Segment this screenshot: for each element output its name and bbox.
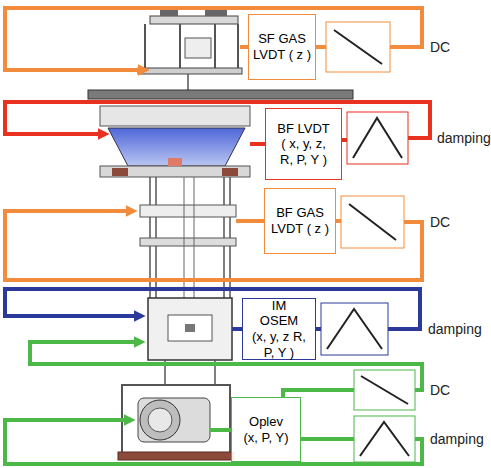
sf-plate	[138, 68, 242, 74]
sensor-label: IM OSEM (x, y, z R, P, Y )	[251, 298, 307, 360]
tm-base	[118, 452, 234, 460]
test-mass	[138, 398, 210, 442]
loop-wire	[250, 142, 265, 146]
bf-lower-plate	[140, 205, 236, 217]
tm-frame	[122, 385, 230, 453]
loop-wire	[236, 219, 264, 223]
sensor-box: SF GAS LVDT ( z )	[248, 14, 316, 80]
lowpass-symbol	[334, 30, 382, 64]
sensor-label: SF GAS LVDT ( z )	[252, 31, 312, 62]
frame-post	[214, 24, 216, 70]
keystone	[185, 38, 211, 58]
bf-lower-plate	[140, 238, 236, 246]
loop-wire	[240, 45, 248, 49]
bf-base	[100, 166, 250, 177]
wire	[187, 74, 189, 90]
bf-blade-dish	[108, 128, 245, 166]
sensor-box: Oplev (x, P, Y)	[231, 397, 301, 462]
loop-wire	[5, 420, 422, 464]
loop-wire	[342, 138, 347, 142]
filter-box	[326, 22, 390, 72]
loop-wire	[301, 437, 354, 441]
base-plate	[88, 90, 353, 99]
loop-wire	[283, 390, 354, 397]
signal-label: DC	[430, 39, 450, 55]
test-mass-face	[140, 400, 180, 440]
bandpass-symbol	[360, 422, 409, 456]
filter-box	[341, 196, 404, 248]
filter-box	[354, 370, 415, 410]
sensor-box: BF LVDT ( x, y, z, R, P, Y )	[265, 108, 342, 180]
bandpass-symbol	[327, 309, 382, 349]
signal-label: damping	[437, 130, 491, 146]
im-detail	[185, 324, 195, 332]
loop-wire	[316, 45, 326, 49]
loop-wire	[232, 327, 242, 331]
bf-frame	[100, 106, 250, 126]
sensor-box: BF GAS LVDT ( z )	[264, 188, 336, 254]
frame-post	[179, 24, 181, 70]
loop-wire	[5, 8, 422, 70]
suspension-illustration	[88, 8, 353, 460]
sensor-box: IM OSEM (x, y, z R, P, Y )	[242, 298, 316, 360]
loop-wire	[5, 102, 430, 138]
signal-label: DC	[430, 382, 450, 398]
lowpass-symbol	[349, 204, 396, 240]
frame-post	[144, 24, 146, 70]
filter-box	[354, 416, 415, 462]
top-plate	[150, 16, 238, 24]
mirror	[148, 408, 172, 432]
loop-wire	[5, 211, 422, 280]
loop-wire	[316, 327, 321, 331]
bandpass-symbol	[353, 118, 402, 158]
signal-label: DC	[430, 214, 450, 230]
lowpass-symbol	[361, 376, 408, 404]
signal-label: damping	[428, 321, 482, 337]
loop-wire	[30, 342, 422, 390]
bf-block	[222, 168, 238, 176]
frame-post	[237, 24, 239, 70]
bf-block	[112, 168, 128, 176]
im-body	[168, 315, 212, 341]
bf-block	[168, 158, 182, 166]
loop-wire	[336, 219, 341, 223]
loop-wire	[210, 428, 231, 432]
filter-box	[321, 303, 388, 355]
sensor-label: Oplev (x, P, Y)	[242, 414, 290, 445]
loop-wire	[5, 289, 420, 329]
intermediate-mass	[148, 298, 232, 360]
signal-label: damping	[430, 431, 484, 447]
sensor-label: BF LVDT ( x, y, z, R, P, Y )	[274, 121, 333, 168]
filter-box	[347, 112, 408, 164]
sensor-label: BF GAS LVDT ( z )	[269, 205, 331, 236]
